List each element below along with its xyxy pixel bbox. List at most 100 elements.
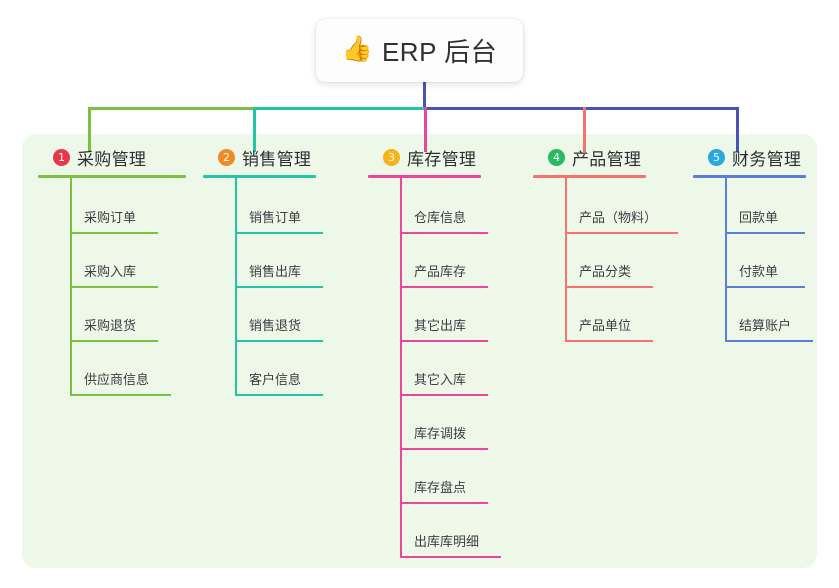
leaf-item[interactable]: 采购入库 [38, 234, 186, 288]
leaf-item[interactable]: 采购退货 [38, 288, 186, 342]
leaf-item[interactable]: 其它出库 [368, 288, 488, 342]
leaf-item-label: 采购订单 [84, 210, 137, 225]
column-spine [400, 178, 402, 556]
leaf-item-label: 客户信息 [249, 372, 302, 387]
leaf-item[interactable]: 出库库明细 [368, 504, 501, 558]
column-items: 产品（物料） 产品分类产品单位 [533, 178, 678, 342]
leaf-item[interactable]: 销售退货 [203, 288, 323, 342]
badge-number-icon: 4 [548, 148, 565, 166]
drop-sales [253, 107, 256, 152]
leaf-item[interactable]: 库存盘点 [368, 450, 488, 504]
leaf-item[interactable]: 供应商信息 [38, 342, 186, 396]
leaf-item[interactable]: 仓库信息 [368, 180, 488, 234]
leaf-item-label: 供应商信息 [84, 372, 150, 387]
leaf-item-rule [400, 448, 488, 450]
root-title: ERP 后台 [381, 37, 498, 67]
leaf-item[interactable]: 产品（物料） [533, 180, 678, 234]
leaf-item-label: 仓库信息 [414, 210, 467, 225]
leaf-item-label: 其它入库 [414, 372, 467, 387]
leaf-item[interactable]: 库存调拨 [368, 396, 488, 450]
leaf-item[interactable]: 销售出库 [203, 234, 323, 288]
thumbs-up-icon: 👍 [341, 35, 373, 63]
leaf-item[interactable]: 产品单位 [533, 288, 653, 342]
column-items: 仓库信息产品库存其它出库其它入库库存调拨库存盘点出库库明细 [368, 178, 501, 558]
leaf-item[interactable]: 回款单 [693, 180, 806, 234]
leaf-item-label: 其它出库 [414, 318, 467, 333]
leaf-item-label: 结算账户 [739, 318, 792, 333]
column-accent-rule [203, 175, 316, 178]
leaf-item-rule [235, 232, 323, 234]
drop-inventory [424, 107, 427, 152]
leaf-item[interactable]: 其它入库 [368, 342, 488, 396]
root-stem [423, 80, 426, 110]
column-header-4[interactable]: 4 产品管理 [533, 144, 646, 170]
leaf-item-label: 采购入库 [84, 264, 137, 279]
leaf-item-rule [725, 286, 805, 288]
column-title: 销售管理 [242, 149, 312, 169]
column-title: 库存管理 [407, 149, 477, 169]
leaf-item-rule [400, 232, 488, 234]
leaf-item-label: 产品分类 [579, 264, 632, 279]
leaf-item[interactable]: 销售订单 [203, 180, 323, 234]
leaf-item-rule [565, 286, 653, 288]
drop-finance [736, 107, 739, 152]
leaf-item[interactable]: 采购订单 [38, 180, 186, 234]
leaf-item-label: 库存调拨 [414, 426, 467, 441]
bus-segment-teal-bus [253, 107, 433, 110]
column-items: 销售订单销售出库销售退货客户信息 [203, 178, 323, 396]
leaf-item[interactable]: 结算账户 [693, 288, 813, 342]
leaf-item-label: 出库库明细 [414, 534, 480, 549]
column-items: 采购订单采购入库采购退货供应商信息 [38, 178, 186, 396]
leaf-item-rule [235, 394, 323, 396]
leaf-item-rule [70, 394, 171, 396]
column-items: 回款单付款单结算账户 [693, 178, 813, 342]
diagram-panel [22, 134, 817, 568]
badge-number-icon: 1 [53, 148, 70, 166]
column-1: 1 采购管理采购订单采购入库采购退货供应商信息 [38, 144, 186, 396]
bus-segment-indigo-bus [424, 107, 736, 110]
column-title: 产品管理 [572, 149, 642, 169]
leaf-item-label: 付款单 [739, 264, 779, 279]
column-spine [565, 178, 567, 340]
column-accent-rule [368, 175, 481, 178]
drop-purchase [88, 107, 91, 152]
leaf-item-label: 采购退货 [84, 318, 137, 333]
leaf-item-label: 回款单 [739, 210, 779, 225]
leaf-item[interactable]: 产品库存 [368, 234, 488, 288]
leaf-item-rule [235, 340, 323, 342]
leaf-item[interactable]: 付款单 [693, 234, 806, 288]
leaf-item-rule [400, 340, 488, 342]
leaf-item[interactable]: 客户信息 [203, 342, 323, 396]
column-accent-rule [38, 175, 186, 178]
leaf-item-rule [565, 340, 653, 342]
column-accent-rule [533, 175, 646, 178]
leaf-item-label: 销售出库 [249, 264, 302, 279]
leaf-item-rule [235, 286, 323, 288]
leaf-item-rule [70, 232, 158, 234]
leaf-item-label: 产品（物料） [579, 210, 658, 225]
leaf-item[interactable]: 产品分类 [533, 234, 653, 288]
column-header-1[interactable]: 1 采购管理 [38, 144, 186, 170]
leaf-item-rule [70, 340, 158, 342]
bus-segment-green-bus [88, 107, 268, 110]
column-4: 4 产品管理产品（物料） 产品分类产品单位 [533, 144, 678, 342]
leaf-item-rule [725, 232, 805, 234]
drop-product [583, 107, 586, 152]
leaf-item-label: 产品库存 [414, 264, 467, 279]
leaf-item-rule [725, 340, 813, 342]
leaf-item-label: 库存盘点 [414, 480, 467, 495]
leaf-item-rule [565, 232, 678, 234]
leaf-item-rule [400, 394, 488, 396]
column-accent-rule [693, 175, 806, 178]
root-node[interactable]: 👍 ERP 后台 [316, 19, 523, 82]
column-title: 采购管理 [77, 149, 147, 169]
column-title: 财务管理 [732, 149, 802, 169]
leaf-item-rule [400, 556, 501, 558]
leaf-item-rule [400, 286, 488, 288]
